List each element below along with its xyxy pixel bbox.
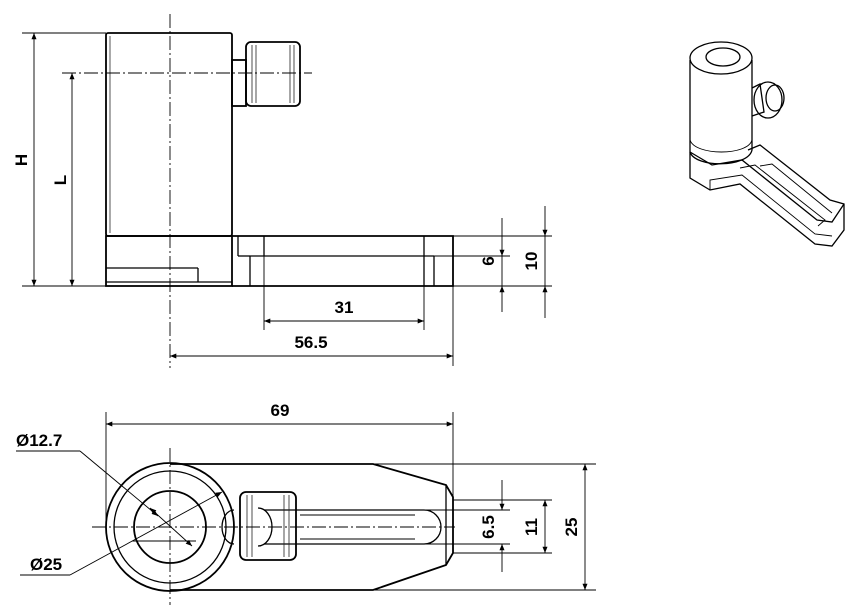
screw-shaft <box>231 59 247 107</box>
side-view: H L 31 56.5 6 10 <box>12 14 552 368</box>
isometric-view <box>689 41 845 247</box>
dimension-56-5-label: 56.5 <box>294 333 327 352</box>
dimension-69-label: 69 <box>271 401 290 420</box>
bore-diameter-label: Ø12.7 <box>16 431 62 450</box>
body-diameter-label: Ø25 <box>30 555 62 574</box>
clamp-base <box>105 235 233 287</box>
dimension-25-label: 25 <box>562 518 581 537</box>
dimension-l-label: L <box>51 175 70 185</box>
clamp-arm <box>232 235 454 287</box>
dimension-h-label: H <box>12 154 31 166</box>
dimension-6-label: 6 <box>479 256 498 265</box>
post-body <box>105 32 233 237</box>
top-arm-outline <box>170 463 454 591</box>
dimension-11-label: 11 <box>522 518 541 536</box>
thumb-screw-knob-top <box>239 491 297 561</box>
top-view: 69 Ø12.7 Ø25 6.5 11 25 <box>16 401 596 605</box>
thumb-screw-knob <box>245 41 301 107</box>
dimension-10-label: 10 <box>522 252 541 271</box>
dimension-6-5-label: 6.5 <box>479 515 498 539</box>
dimension-31-label: 31 <box>335 298 354 317</box>
